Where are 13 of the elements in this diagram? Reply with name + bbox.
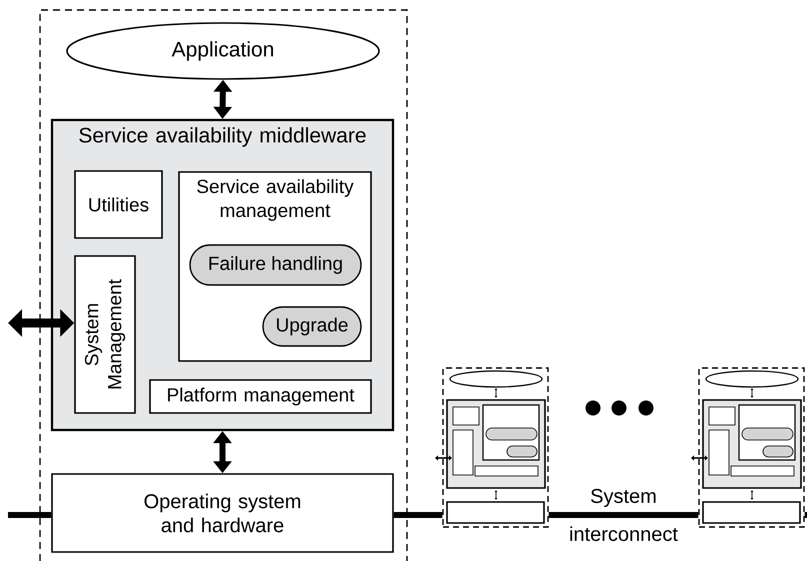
connector-line [548,512,698,518]
edge-label: System interconnect [570,488,678,542]
pill-box: Upgrade [262,306,362,347]
ellipse-node: Application [66,22,380,80]
label-box: Operating system and hardware [51,473,394,553]
connector-line [804,512,807,518]
dashed-frame [39,9,408,561]
connector-line [8,512,52,518]
label-box: Utilities [74,170,163,239]
pill-box: Failure handling [189,244,362,286]
label-box: Platform management [149,379,372,414]
connector-line [394,512,442,518]
label-box: System Management [74,255,136,414]
